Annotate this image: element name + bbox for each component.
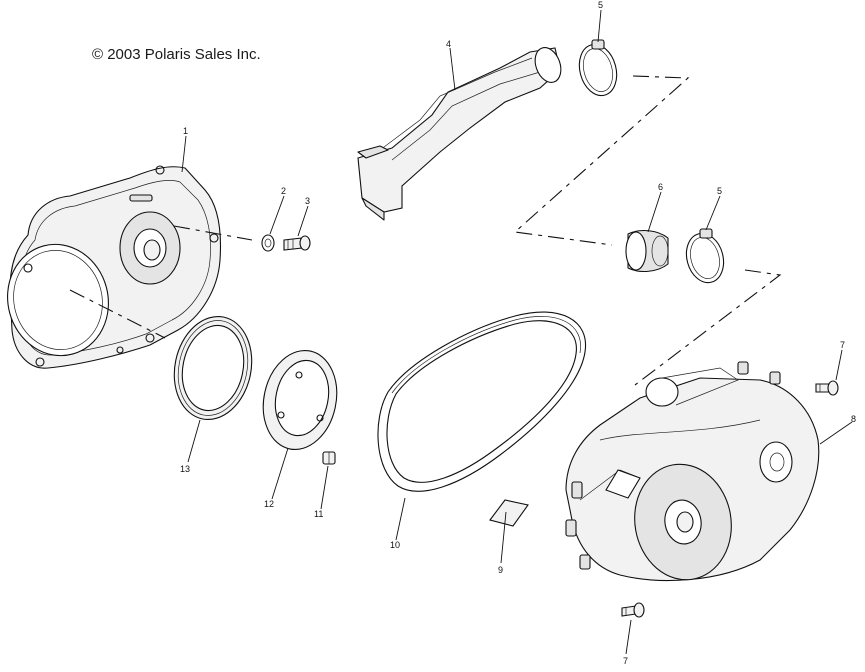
screw-3 — [283, 235, 311, 251]
washer — [261, 234, 275, 252]
screw-7-upper — [815, 380, 839, 396]
callout-2: 2 — [281, 186, 286, 196]
inner-clutch-cover — [7, 165, 221, 369]
callout-10: 10 — [390, 540, 400, 550]
callout-7-upper: 7 — [840, 340, 845, 350]
bolt-11 — [322, 451, 336, 465]
hose-clamp-lower — [685, 228, 725, 284]
callout-5-upper: 5 — [598, 0, 603, 10]
copyright-notice: © 2003 Polaris Sales Inc. — [92, 46, 261, 63]
callout-9: 9 — [498, 565, 503, 575]
bearing-plate — [262, 349, 338, 451]
callout-4: 4 — [446, 39, 451, 49]
duct-boot — [625, 229, 669, 273]
screw-7-lower — [621, 602, 645, 618]
callout-12: 12 — [264, 499, 274, 509]
cover-seal — [173, 315, 253, 421]
decal-label — [489, 499, 529, 527]
callout-7-lower: 7 — [623, 656, 628, 666]
callout-11: 11 — [314, 509, 323, 519]
hose-clamp-upper — [578, 39, 618, 97]
callout-6: 6 — [658, 182, 663, 192]
callout-3: 3 — [305, 196, 310, 206]
callout-1: 1 — [183, 126, 188, 136]
assembly-guide-lines — [69, 75, 782, 386]
callout-13: 13 — [180, 464, 190, 474]
leader-lines — [181, 9, 853, 655]
drive-belt — [377, 311, 587, 492]
callout-labels: 1 2 3 4 5 5 6 7 7 8 9 10 11 12 13 — [180, 0, 856, 666]
callout-8: 8 — [851, 414, 856, 424]
callout-5-lower: 5 — [717, 186, 722, 196]
outer-clutch-cover — [565, 361, 820, 581]
air-duct — [357, 47, 562, 221]
